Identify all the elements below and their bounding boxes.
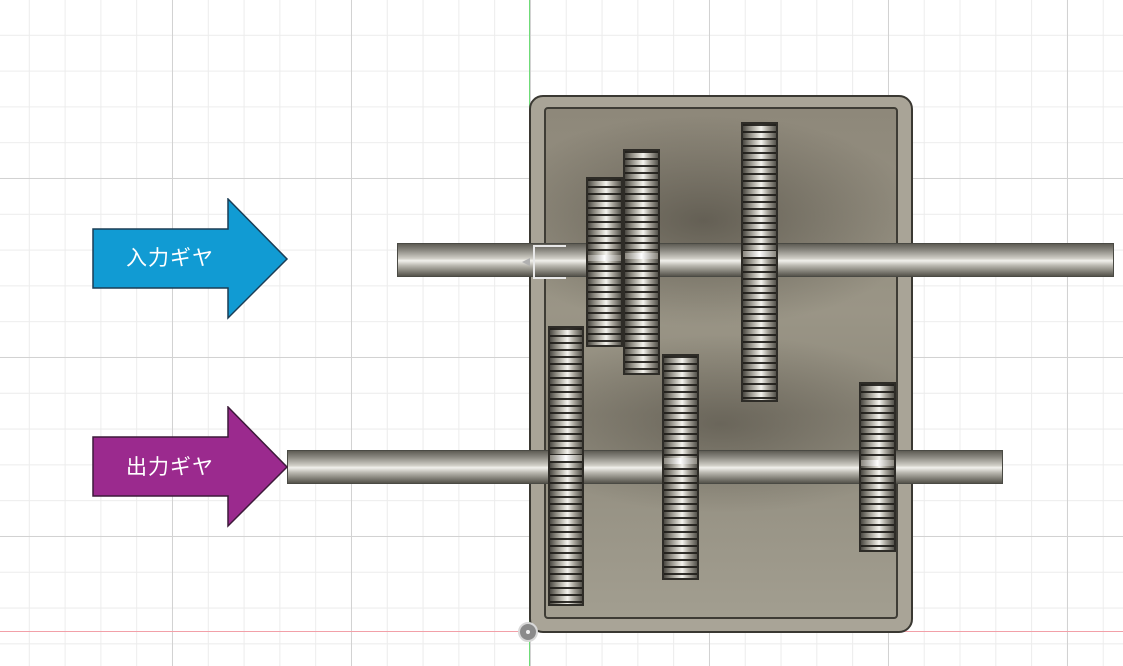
input-gear-label: 入力ギヤ bbox=[126, 246, 214, 270]
selection-bracket-icon[interactable] bbox=[522, 244, 570, 280]
gear-input-1[interactable] bbox=[586, 177, 623, 347]
gear-input-2[interactable] bbox=[623, 149, 660, 375]
gear-output-3[interactable] bbox=[859, 382, 896, 552]
output-gear-label: 出力ギヤ bbox=[126, 455, 214, 479]
input-gear-arrow bbox=[92, 198, 289, 320]
gear-output-2[interactable] bbox=[662, 354, 699, 580]
input-arrow-shape bbox=[92, 198, 289, 320]
output-arrow-shape bbox=[92, 406, 289, 528]
gear-output-1[interactable] bbox=[548, 326, 584, 606]
output-gear-arrow bbox=[92, 406, 289, 528]
gear-input-3[interactable] bbox=[741, 122, 778, 402]
gearbox-housing[interactable] bbox=[529, 95, 913, 633]
origin-marker-icon[interactable] bbox=[518, 622, 538, 642]
